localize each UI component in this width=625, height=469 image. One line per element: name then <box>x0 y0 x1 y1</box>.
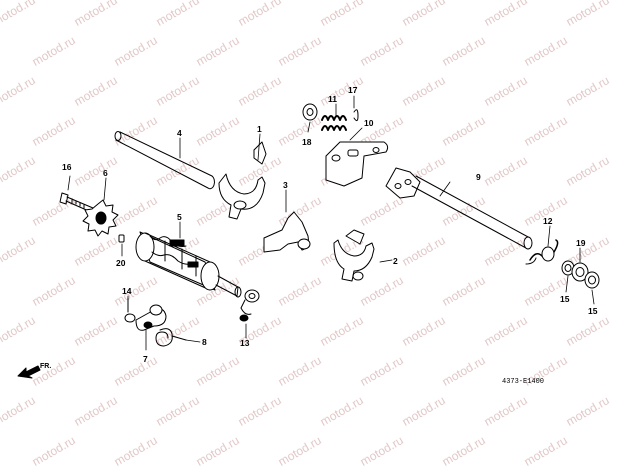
label-part-5: 5 <box>177 212 182 222</box>
label-part-19: 19 <box>576 238 586 248</box>
washer-18 <box>302 103 318 121</box>
leader-lines <box>67 95 595 351</box>
label-part-18: 18 <box>302 137 312 147</box>
return-spring <box>321 115 347 131</box>
label-part-9: 9 <box>476 172 481 182</box>
front-arrow-label: FR. <box>40 363 51 370</box>
label-part-1: 1 <box>257 124 262 134</box>
stopper-arm-assembly <box>124 297 187 347</box>
spindle-return-spring <box>525 239 559 265</box>
label-part-2: 2 <box>393 256 398 266</box>
label-part-4: 4 <box>177 128 182 138</box>
gearshift-spindle <box>385 167 533 250</box>
label-part-15b: 15 <box>588 306 598 316</box>
label-part-14: 14 <box>122 286 132 296</box>
shift-fork-2 <box>333 229 375 282</box>
part-labels: 1 2 3 4 5 6 7 8 9 10 11 12 13 14 15 15 1… <box>62 85 598 364</box>
label-part-15a: 15 <box>560 294 570 304</box>
shift-fork-1 <box>218 141 267 220</box>
washer-15b <box>584 271 600 289</box>
label-part-20: 20 <box>116 258 126 268</box>
label-part-11: 11 <box>328 94 337 104</box>
shift-fork-3 <box>263 211 311 253</box>
gearshift-plate <box>325 141 389 187</box>
front-arrow-icon <box>17 365 41 379</box>
label-part-17: 17 <box>348 85 358 95</box>
label-part-8: 8 <box>202 337 207 347</box>
diagram-code: 4373-E1400 <box>502 378 544 386</box>
drum-collar <box>239 289 260 322</box>
label-part-13: 13 <box>240 338 250 348</box>
oil-seal-19 <box>571 262 589 282</box>
dowel-pin <box>118 234 125 243</box>
label-part-12: 12 <box>543 216 553 226</box>
shift-drum <box>135 231 242 298</box>
label-part-3: 3 <box>283 180 288 190</box>
label-part-16: 16 <box>62 162 72 172</box>
label-part-6: 6 <box>103 168 108 178</box>
label-part-10: 10 <box>364 118 374 128</box>
label-part-7: 7 <box>143 354 148 364</box>
shift-fork-shaft <box>114 131 215 190</box>
drum-stopper-plate <box>82 199 119 237</box>
circlip-17 <box>353 109 359 122</box>
